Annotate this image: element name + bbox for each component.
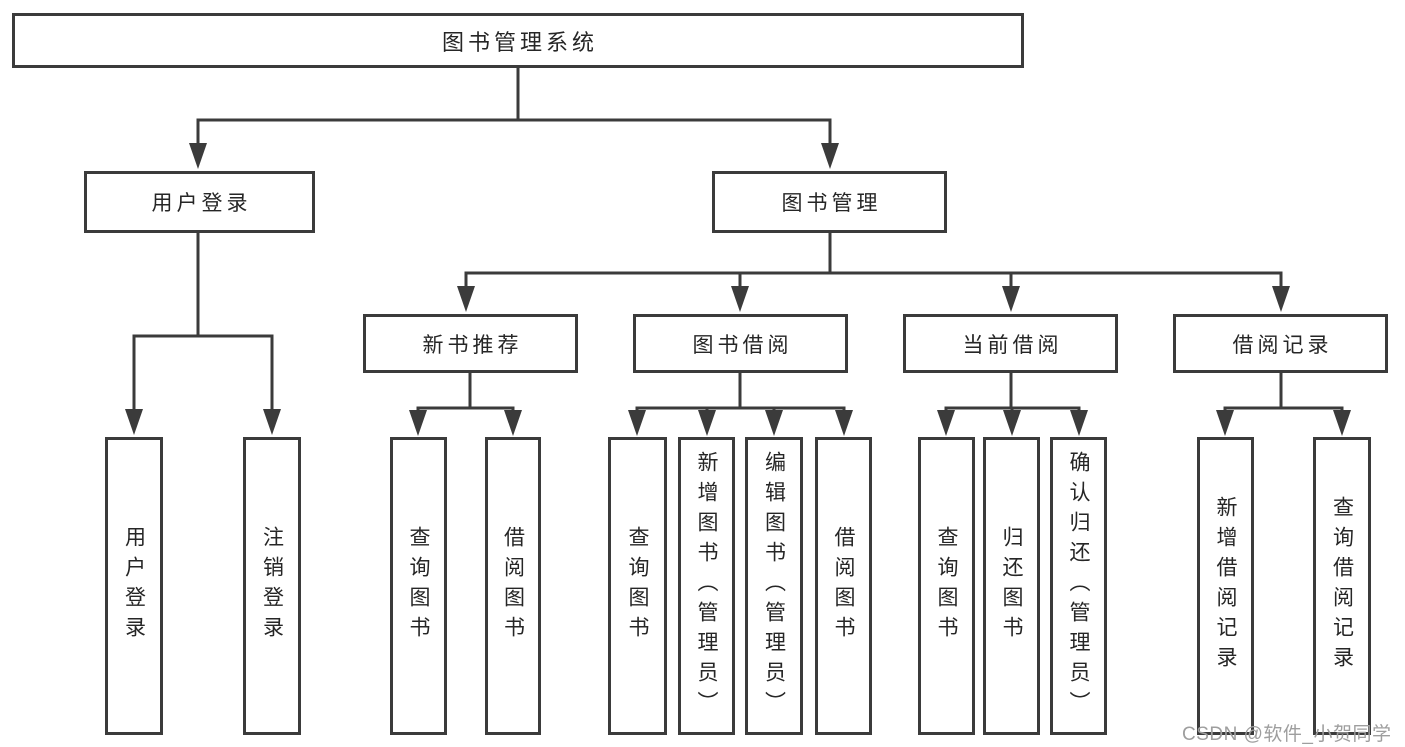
leaf-recommend-query-book: 查询图书 <box>390 437 447 735</box>
leaf-current-return-book-label: 归还图书 <box>1000 526 1023 646</box>
node-book-management-label: 图书管理 <box>781 192 882 215</box>
node-current-borrow-label: 当前借阅 <box>962 333 1063 357</box>
node-book-borrow-label: 图书借阅 <box>692 333 793 357</box>
node-borrow-record-label: 借阅记录 <box>1232 333 1333 357</box>
connector-root-to-level2 <box>189 68 839 169</box>
node-borrow-record: 借阅记录 <box>1173 314 1388 373</box>
connector-new-book-rec-to-leaves <box>409 373 522 436</box>
node-root-label: 图书管理系统 <box>441 29 598 55</box>
leaf-user-login-label: 用户登录 <box>122 526 146 646</box>
connector-book-borrow-to-leaves <box>628 373 853 436</box>
leaf-record-add-record: 新增借阅记录 <box>1197 437 1254 735</box>
csdn-watermark: CSDN @软件_小贺同学 <box>1182 724 1392 745</box>
leaf-borrow-borrow-book: 借阅图书 <box>815 437 872 735</box>
leaf-borrow-query-book-label: 查询图书 <box>626 526 649 646</box>
connector-book-mgmt-to-level3 <box>457 233 1290 312</box>
leaf-borrow-add-book: 新增图书（管理员） <box>678 437 735 735</box>
leaf-borrow-edit-book: 编辑图书（管理员） <box>745 437 803 735</box>
node-book-borrow: 图书借阅 <box>633 314 848 373</box>
leaf-recommend-query-book-label: 查询图书 <box>407 526 430 646</box>
node-user-login: 用户登录 <box>84 171 315 233</box>
leaf-logout: 注销登录 <box>243 437 301 735</box>
leaf-current-query-book: 查询图书 <box>918 437 975 735</box>
leaf-current-confirm-return: 确认归还（管理员） <box>1050 437 1107 735</box>
leaf-current-query-book-label: 查询图书 <box>935 526 958 646</box>
leaf-borrow-query-book: 查询图书 <box>608 437 667 735</box>
leaf-recommend-borrow-book-label: 借阅图书 <box>501 526 525 646</box>
leaf-record-add-record-label: 新增借阅记录 <box>1214 496 1237 676</box>
leaf-borrow-edit-book-label: 编辑图书（管理员） <box>762 451 786 721</box>
connector-current-borrow-to-leaves <box>937 373 1088 436</box>
leaf-record-query-record-label: 查询借阅记录 <box>1330 496 1354 676</box>
leaf-current-return-book: 归还图书 <box>983 437 1040 735</box>
leaf-logout-label: 注销登录 <box>260 526 284 646</box>
node-current-borrow: 当前借阅 <box>903 314 1118 373</box>
leaf-user-login: 用户登录 <box>105 437 163 735</box>
leaf-record-query-record: 查询借阅记录 <box>1313 437 1371 735</box>
node-book-management: 图书管理 <box>712 171 947 233</box>
leaf-recommend-borrow-book: 借阅图书 <box>485 437 541 735</box>
connector-borrow-record-to-leaves <box>1216 373 1351 436</box>
leaf-borrow-borrow-book-label: 借阅图书 <box>832 526 855 646</box>
leaf-current-confirm-return-label: 确认归还（管理员） <box>1067 451 1090 721</box>
node-user-login-label: 用户登录 <box>151 192 252 215</box>
node-root: 图书管理系统 <box>12 13 1024 68</box>
node-new-book-recommend-label: 新书推荐 <box>422 333 523 357</box>
node-new-book-recommend: 新书推荐 <box>363 314 578 373</box>
connector-user-login-to-leaves <box>125 233 281 435</box>
leaf-borrow-add-book-label: 新增图书（管理员） <box>695 451 718 721</box>
